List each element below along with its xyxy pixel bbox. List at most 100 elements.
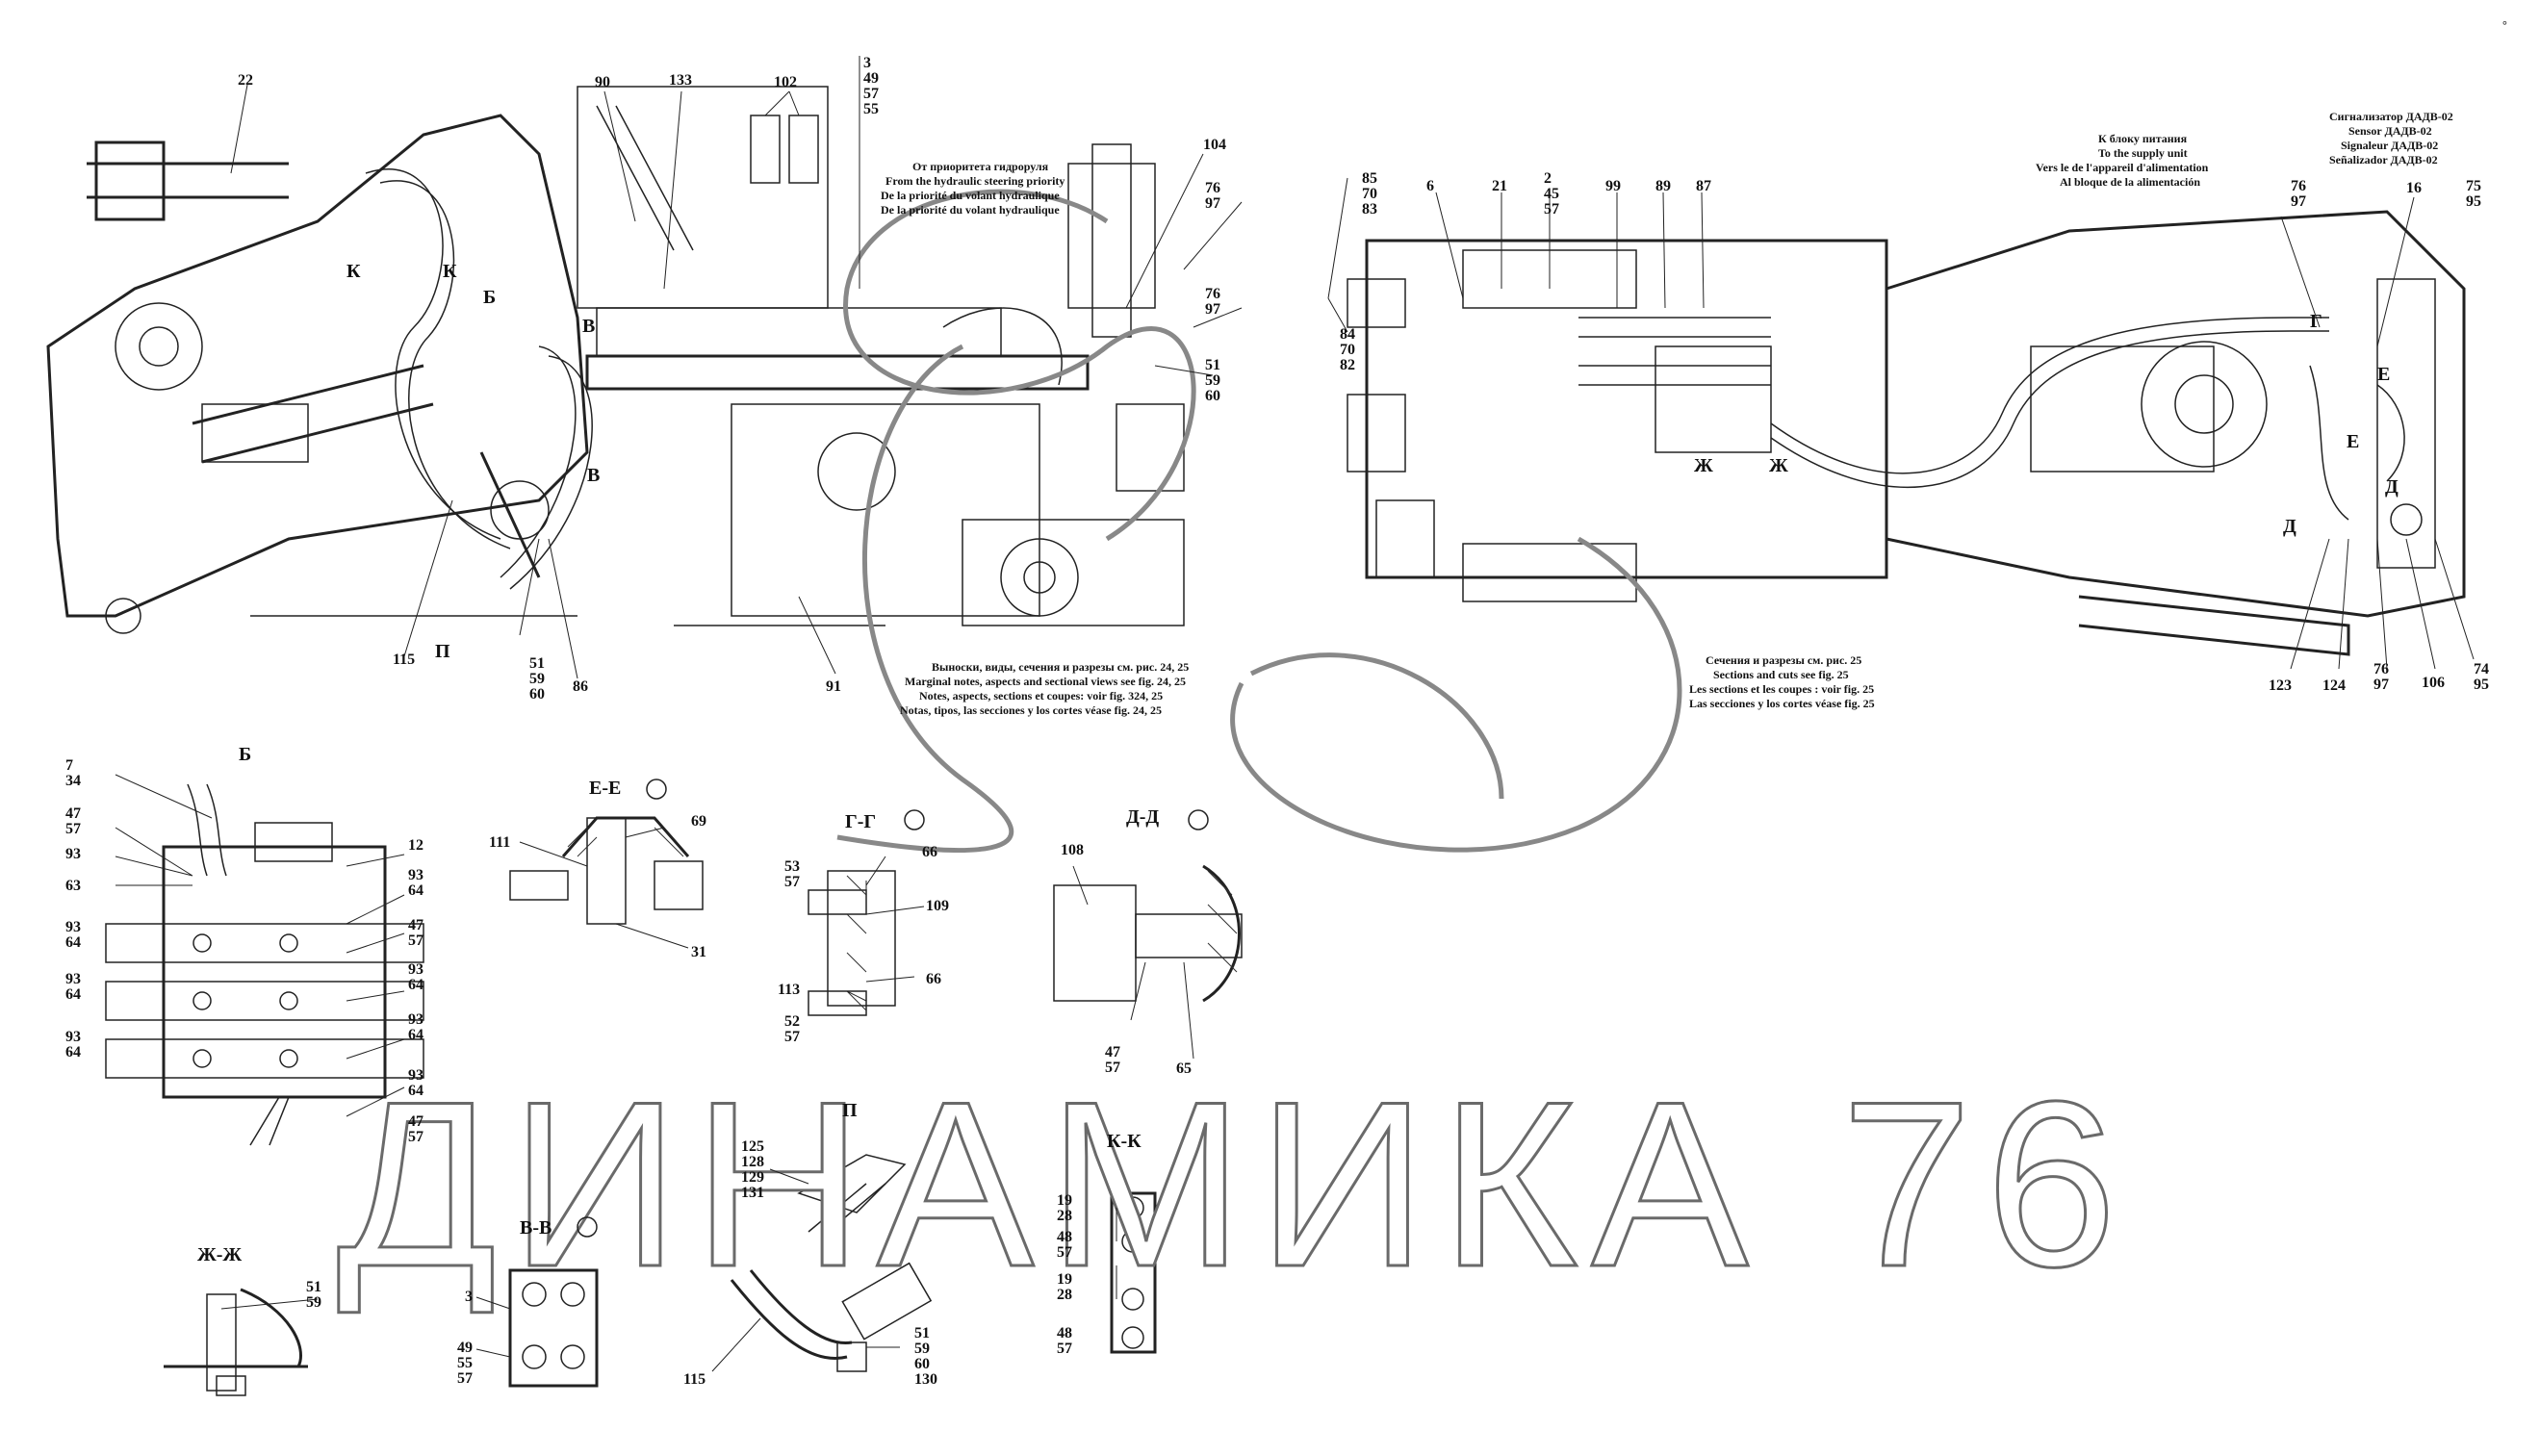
svg-text:57: 57 [1057, 1244, 1072, 1261]
svg-text:De la priorité du volant hydra: De la priorité du volant hydraulique [881, 203, 1060, 217]
svg-text:От приоритета гидроруля: От приоритета гидроруля [912, 160, 1049, 173]
section-p [797, 1154, 907, 1233]
svg-text:21: 21 [1492, 178, 1507, 194]
svg-text:93: 93 [408, 961, 423, 978]
note-marginal: Выноски, виды, сечения и разрезы см. рис… [900, 660, 1189, 717]
svg-text:123: 123 [2269, 677, 2292, 694]
svg-text:51: 51 [306, 1279, 321, 1295]
svg-text:66: 66 [922, 844, 937, 860]
svg-text:57: 57 [408, 932, 423, 949]
section-title-dd: Д-Д [1126, 806, 1159, 828]
svg-text:86: 86 [573, 678, 588, 695]
svg-text:128: 128 [741, 1154, 764, 1170]
note-sensor: Сигнализатор ДАДВ-02 Sensor ДАДВ-02 Sign… [2329, 110, 2453, 166]
svg-text:31: 31 [691, 944, 706, 960]
svg-text:115: 115 [393, 651, 415, 668]
svg-text:76: 76 [1205, 180, 1220, 196]
svg-text:47: 47 [408, 1113, 423, 1130]
svg-text:Sensor ДАДВ-02: Sensor ДАДВ-02 [2348, 124, 2432, 138]
svg-text:65: 65 [1176, 1060, 1192, 1077]
svg-text:76: 76 [2291, 178, 2306, 194]
svg-text:93: 93 [408, 1011, 423, 1028]
svg-text:131: 131 [741, 1185, 764, 1201]
svg-text:59: 59 [1205, 372, 1220, 389]
svg-text:125: 125 [741, 1138, 764, 1155]
svg-text:Sections and cuts see fig. 25: Sections and cuts see fig. 25 [1713, 668, 1849, 681]
svg-text:133: 133 [669, 72, 692, 89]
svg-text:57: 57 [784, 1029, 800, 1045]
svg-text:51: 51 [914, 1325, 930, 1341]
svg-text:111: 111 [489, 834, 510, 851]
svg-text:76: 76 [2373, 661, 2389, 677]
svg-text:2: 2 [1544, 170, 1552, 187]
svg-text:64: 64 [408, 1027, 423, 1043]
svg-text:106: 106 [2422, 675, 2445, 691]
svg-text:Notes, aspects, sections et co: Notes, aspects, sections et coupes: voir… [919, 689, 1163, 702]
svg-text:16: 16 [2406, 180, 2422, 196]
svg-text:47: 47 [65, 805, 81, 822]
view-marker-v2: В [587, 465, 600, 486]
svg-text:113: 113 [778, 982, 800, 998]
section-ee [509, 816, 704, 925]
note-supply: К блоку питания To the supply unit Vers … [2036, 132, 2209, 189]
svg-text:6: 6 [1426, 178, 1434, 194]
svg-text:3: 3 [863, 55, 871, 71]
svg-text:97: 97 [2291, 193, 2306, 210]
svg-text:55: 55 [457, 1355, 473, 1371]
section-title-kk: К-К [1107, 1131, 1142, 1152]
view-marker-v1: В [582, 316, 595, 337]
svg-text:89: 89 [1655, 178, 1671, 194]
svg-text:Al bloque de la alimentación: Al bloque de la alimentación [2060, 175, 2200, 189]
svg-text:85: 85 [1362, 170, 1377, 187]
note-sections: Сечения и разрезы см. рис. 25 Sections a… [1689, 653, 1875, 710]
svg-text:60: 60 [1205, 388, 1220, 404]
svg-text:60: 60 [529, 686, 545, 702]
svg-text:108: 108 [1061, 842, 1084, 858]
svg-text:57: 57 [408, 1129, 423, 1145]
section-b-valve-block [105, 783, 424, 1146]
svg-text:70: 70 [1340, 342, 1355, 358]
view-marker-k1: К [346, 261, 361, 282]
svg-text:51: 51 [1205, 357, 1220, 373]
svg-text:59: 59 [306, 1294, 321, 1311]
svg-text:69: 69 [691, 813, 706, 830]
svg-text:64: 64 [65, 934, 81, 951]
svg-text:82: 82 [1340, 357, 1355, 373]
section-title-vv: В-В [520, 1217, 552, 1239]
svg-text:57: 57 [784, 874, 800, 890]
svg-text:64: 64 [408, 882, 423, 899]
svg-text:Сигнализатор ДАДВ-02: Сигнализатор ДАДВ-02 [2329, 110, 2453, 123]
detail-115-hose [730, 1262, 933, 1372]
svg-text:34: 34 [65, 773, 81, 789]
svg-text:76: 76 [1205, 286, 1220, 302]
svg-text:93: 93 [65, 1029, 81, 1045]
svg-text:Les sections et les coupes : v: Les sections et les coupes : voir fig. 2… [1689, 682, 1874, 696]
svg-text:97: 97 [2373, 677, 2389, 693]
svg-text:53: 53 [784, 858, 800, 875]
svg-text:Vers le de l'appareil d'alimen: Vers le de l'appareil d'alimentation [2036, 161, 2209, 174]
section-title-gg: Г-Г [845, 811, 876, 832]
svg-text:3: 3 [465, 1289, 473, 1305]
svg-text:52: 52 [784, 1013, 800, 1030]
watermark-text: ДИНАМИКА 76 [337, 1052, 2130, 1316]
section-title-p: П [842, 1100, 858, 1121]
svg-text:75: 75 [2466, 178, 2481, 194]
leader-lines [115, 56, 2475, 1372]
loader-arm-view [46, 86, 1185, 634]
svg-text:109: 109 [926, 898, 949, 914]
view-marker-zh1: Ж [1694, 455, 1713, 476]
svg-text:55: 55 [863, 101, 879, 117]
svg-text:84: 84 [1340, 326, 1355, 343]
svg-text:Señalizador ДАДВ-02: Señalizador ДАДВ-02 [2329, 153, 2438, 166]
svg-text:64: 64 [65, 986, 81, 1003]
svg-text:64: 64 [65, 1044, 81, 1060]
svg-text:60: 60 [914, 1356, 930, 1372]
svg-text:19: 19 [1057, 1192, 1072, 1209]
section-kk [1110, 1191, 1157, 1354]
svg-text:19: 19 [1057, 1271, 1072, 1288]
svg-text:83: 83 [1362, 201, 1377, 217]
svg-text:87: 87 [1696, 178, 1711, 194]
view-marker-p: П [435, 641, 450, 662]
svg-text:45: 45 [1544, 186, 1559, 202]
